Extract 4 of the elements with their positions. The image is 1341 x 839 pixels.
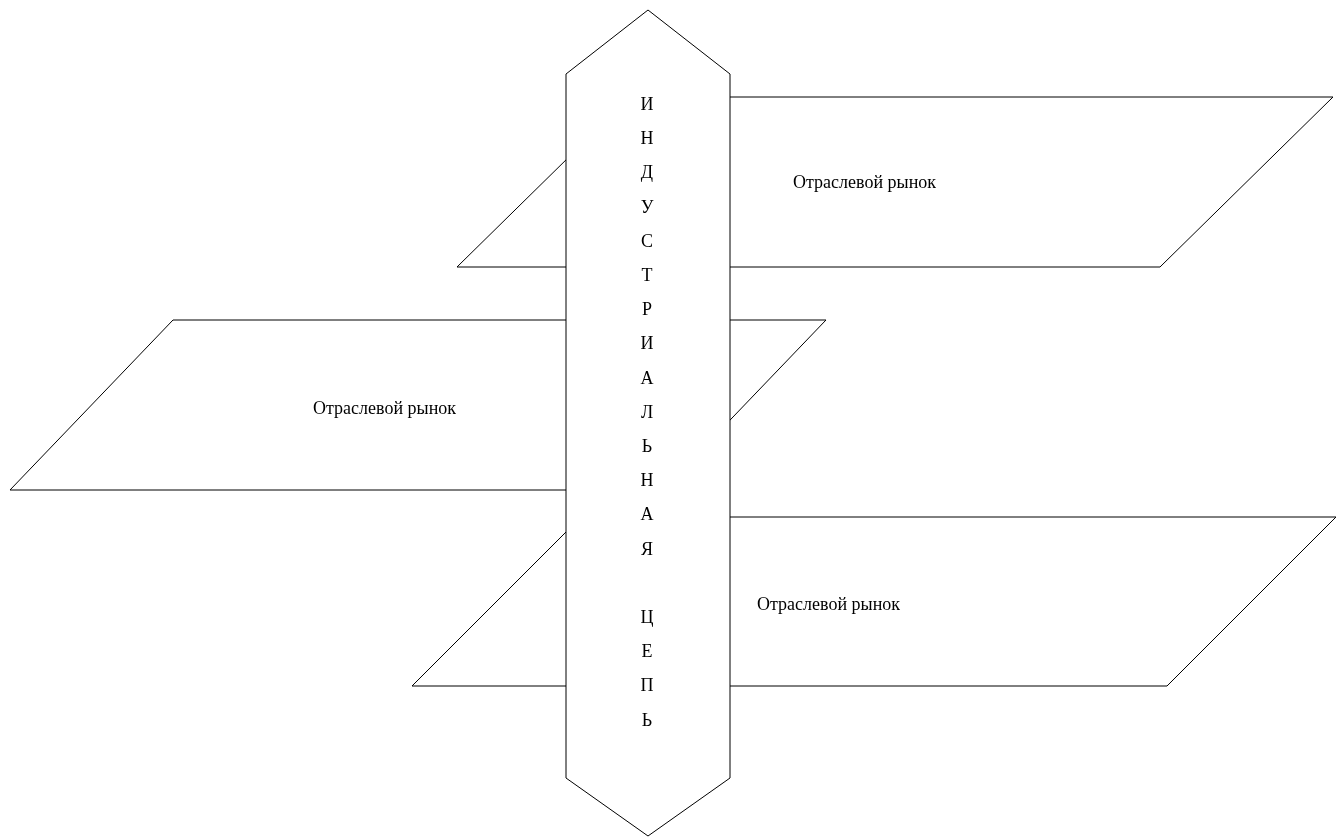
market-label: Отраслевой рынок [313, 398, 456, 420]
market-label: Отраслевой рынок [757, 594, 900, 616]
vertical-label: ИНДУСТРИАЛЬНАЯ ЦЕПЬ [638, 94, 656, 744]
market-label: Отраслевой рынок [793, 172, 936, 194]
